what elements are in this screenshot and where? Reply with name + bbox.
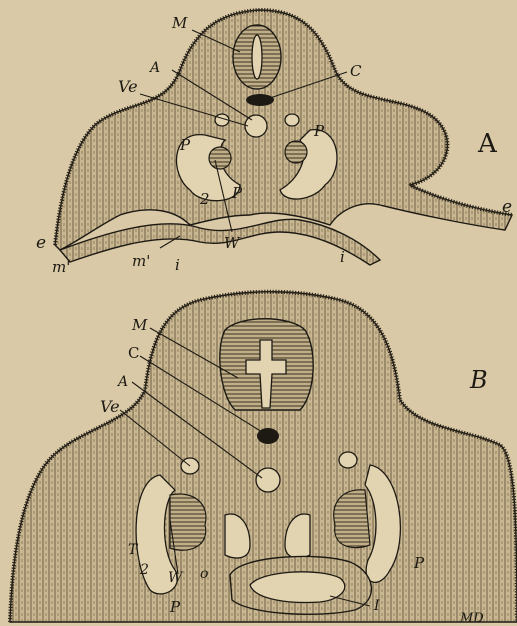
section-b: M C A Ve B T 2 W o P P I MD: [10, 292, 517, 626]
label-a-i2: i: [340, 248, 345, 266]
label-a-P1: P: [179, 136, 191, 154]
label-b-Ve: Ve: [100, 397, 120, 416]
section-b-organ-right: [334, 490, 370, 548]
label-b-I: I: [373, 598, 380, 614]
panel-letter-b: B: [469, 366, 488, 394]
label-a-M: M: [171, 14, 188, 32]
label-b-P-left: P: [169, 598, 181, 616]
label-a-P2: P: [313, 122, 325, 140]
label-b-P-right: P: [413, 554, 425, 572]
label-a-P3: P: [231, 184, 243, 202]
label-b-A: A: [116, 374, 128, 390]
label-a-Ve: Ve: [118, 77, 138, 96]
label-b-o: o: [200, 566, 208, 582]
label-b-MD: MD: [459, 611, 484, 626]
section-a: M C A Ve P P P 2 W A e e m' m' i i: [36, 10, 512, 276]
label-a-m1: m': [52, 258, 70, 276]
label-a-C: C: [350, 62, 362, 80]
label-a-m2: m': [132, 252, 150, 270]
section-a-notochord: [246, 94, 274, 106]
label-b-M: M: [131, 316, 148, 334]
label-a-i1: i: [175, 256, 180, 274]
label-b-C: C: [128, 344, 139, 362]
label-a-e-right: e: [502, 197, 512, 217]
label-a-W: W: [224, 234, 241, 252]
section-b-aorta: [256, 468, 280, 492]
label-a-e-left: e: [36, 233, 46, 253]
label-b-W: W: [168, 570, 184, 586]
section-a-body: [55, 10, 512, 250]
section-a-lower-layer: [60, 219, 380, 265]
section-b-organ-left: [170, 494, 206, 550]
label-a-2: 2: [199, 190, 210, 208]
panel-letter-a: A: [477, 129, 498, 159]
label-a-A: A: [148, 60, 160, 76]
label-b-2: 2: [139, 562, 149, 578]
